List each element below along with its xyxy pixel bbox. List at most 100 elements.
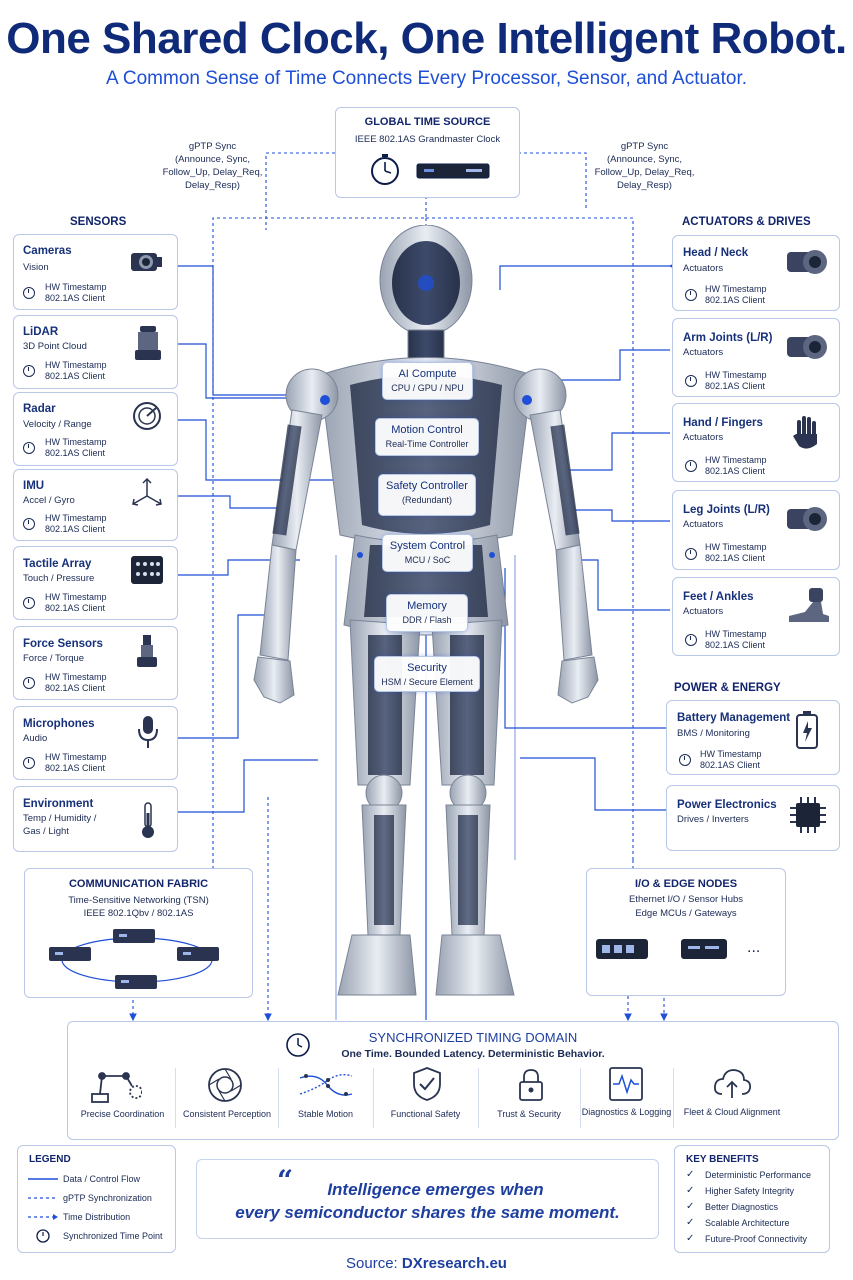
module-title: System Control [389, 540, 466, 552]
divider [478, 1068, 479, 1128]
communication-fabric-box: COMMUNICATION FABRIC Time-Sensitive Netw… [24, 868, 253, 998]
gptp-sync-line: Delay_Resp) [185, 180, 240, 191]
camera-icon [131, 253, 162, 271]
source-label: Source: [346, 1255, 398, 1272]
hw-timestamp-line1: HW Timestamp [45, 437, 107, 447]
gptp-sync-left: gPTP Sync (Announce, Sync, Follow_Up, De… [160, 140, 265, 192]
timing-domain-heading: SYNCHRONIZED TIMING DOMAIN [368, 1030, 578, 1045]
power-heading: POWER & ENERGY [674, 682, 781, 694]
card-title: Arm Joints (L/R) [683, 332, 773, 344]
force-sensor-icon [137, 635, 157, 667]
hw-timestamp-line2: 802.1AS Client [45, 683, 106, 693]
gptp-sync-line: Follow_Up, Delay_Req, [594, 167, 695, 178]
card-subtitle: Touch / Pressure [23, 573, 95, 584]
card-title: Head / Neck [683, 247, 749, 259]
divider [373, 1068, 374, 1128]
foot-icon [789, 588, 829, 622]
module-security: Security HSM / Secure Element [374, 656, 480, 692]
clock-icon [286, 1033, 310, 1057]
hw-timestamp-line1: HW Timestamp [705, 629, 767, 639]
key-benefit-item: Future-Proof Connectivity [705, 1234, 808, 1244]
sensor-card-force-sensors: Force Sensors Force / Torque HW Timestam… [13, 626, 178, 700]
cloud-upload-icon [713, 1069, 752, 1098]
legend-box: LEGEND Data / Control Flow gPTP Synchron… [17, 1145, 176, 1253]
timestamp-clock-icon [23, 287, 35, 299]
card-subtitle: Gas / Light [23, 826, 69, 837]
card-subtitle: BMS / Monitoring [677, 728, 750, 739]
io-edge-line2: Edge MCUs / Gateways [635, 908, 737, 919]
card-title: IMU [23, 480, 45, 492]
motor-icon [787, 250, 827, 274]
card-subtitle: Actuators [683, 263, 724, 274]
timestamp-clock-icon [23, 597, 35, 609]
page-subtitle: A Common Sense of Time Connects Every Pr… [105, 68, 748, 89]
module-subtitle: MCU / SoC [404, 555, 451, 565]
source-link[interactable]: DXresearch.eu [401, 1255, 507, 1272]
card-title: Leg Joints (L/R) [683, 504, 770, 516]
module-title: Safety Controller [386, 480, 468, 492]
hw-timestamp-line2: 802.1AS Client [705, 640, 766, 650]
comm-fabric-line1: Time-Sensitive Networking (TSN) [68, 895, 209, 906]
hw-timestamp-line2: 802.1AS Client [45, 524, 106, 534]
robot-arm-icon [91, 1072, 142, 1103]
key-benefit-item: Deterministic Performance [705, 1170, 812, 1180]
hw-timestamp-line1: HW Timestamp [45, 513, 107, 523]
module-subtitle: CPU / GPU / NPU [391, 383, 464, 393]
legend-item-sync-time-point: Synchronized Time Point [63, 1231, 163, 1241]
checkmark-icon: ✓ [686, 1201, 695, 1212]
imu-axes-icon [132, 477, 162, 506]
quote-mark: “ [277, 1164, 294, 1197]
hw-timestamp-line2: 802.1AS Client [705, 466, 766, 476]
gptp-sync-line: (Announce, Sync, [175, 154, 250, 165]
key-benefits-box: KEY BENEFITS ✓ Deterministic Performance… [674, 1145, 830, 1253]
hw-timestamp-line1: HW Timestamp [705, 284, 767, 294]
timestamp-clock-icon [685, 460, 697, 472]
gptp-sync-title-right: gPTP Sync [620, 141, 669, 152]
module-memory: Memory DDR / Flash [386, 594, 468, 632]
module-system-control: System Control MCU / SoC [382, 534, 473, 572]
hw-timestamp-line2: 802.1AS Client [705, 381, 766, 391]
card-subtitle: Velocity / Range [23, 419, 92, 430]
tsn-switch-ring-diagram [49, 929, 219, 989]
benefit-label: Fleet & Cloud Alignment [683, 1107, 781, 1117]
timestamp-clock-icon [685, 289, 697, 301]
hw-timestamp-line2: 802.1AS Client [705, 295, 766, 305]
card-subtitle: Actuators [683, 519, 724, 530]
divider [580, 1068, 581, 1128]
module-safety-controller: Safety Controller (Redundant) [378, 474, 476, 516]
timestamp-clock-icon [685, 634, 697, 646]
io-edge-ellipsis: ... [747, 939, 761, 956]
shield-check-icon [413, 1067, 441, 1101]
hw-timestamp-line1: HW Timestamp [705, 542, 767, 552]
timestamp-clock-icon [679, 754, 691, 766]
module-title: Memory [407, 600, 447, 612]
card-subtitle: Actuators [683, 606, 724, 617]
comm-fabric-line2: IEEE 802.1Qbv / 802.1AS [83, 908, 194, 919]
sensor-card-environment: Environment Temp / Humidity / Gas / Ligh… [13, 786, 178, 852]
card-subtitle: Accel / Gyro [23, 495, 75, 506]
grandmaster-device-icon [416, 163, 490, 179]
card-title: Power Electronics [677, 799, 777, 811]
padlock-icon [519, 1069, 543, 1101]
power-card-power-electronics: Power Electronics Drives / Inverters [666, 785, 840, 851]
microphone-icon [138, 716, 158, 748]
timestamp-clock-icon [23, 677, 35, 689]
hw-timestamp-line1: HW Timestamp [45, 282, 107, 292]
hw-timestamp-line2: 802.1AS Client [45, 763, 106, 773]
checkmark-icon: ✓ [686, 1233, 695, 1244]
card-title: Tactile Array [23, 558, 92, 570]
benefit-label: Diagnostics & Logging [581, 1107, 672, 1117]
time-source-subheading: IEEE 802.1AS Grandmaster Clock [354, 134, 501, 145]
